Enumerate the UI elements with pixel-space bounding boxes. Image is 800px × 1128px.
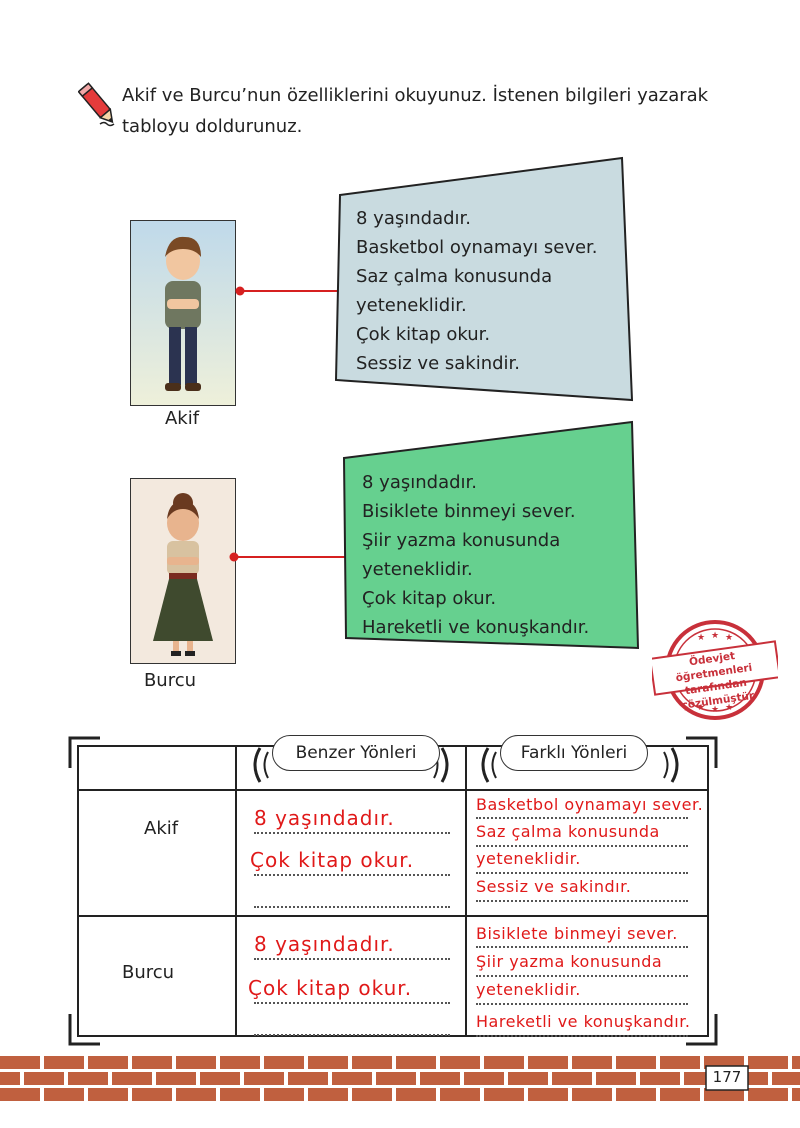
akif-photo (130, 220, 236, 406)
dotted-line (476, 817, 688, 819)
akif-trait-6: Sessiz ve sakindir. (356, 353, 521, 374)
burcu-similar-1: 8 yaşındadır. (254, 932, 395, 956)
burcu-traits: 8 yaşındadır. Bisiklete binmeyi sever. Ş… (362, 468, 589, 642)
burcu-trait-box (342, 420, 640, 650)
svg-text:★: ★ (711, 705, 719, 715)
akif-similar-1: 8 yaşındadır. (254, 806, 395, 830)
pencil-icon (77, 80, 118, 132)
burcu-trait-5: Çok kitap okur. (362, 588, 497, 609)
dotted-line (476, 872, 688, 874)
page-number: 177 (712, 1068, 742, 1086)
header-similar: Benzer Yönleri (272, 735, 440, 771)
comparison-table-frame (68, 736, 718, 1046)
dotted-line (254, 1034, 450, 1036)
akif-different-2: Saz çalma konusunda (476, 822, 660, 841)
akif-different-3: yeteneklidir. (476, 849, 581, 868)
dotted-line (476, 975, 688, 977)
instruction-line-1: Akif ve Burcu’nun özelliklerini okuyunuz… (122, 85, 709, 106)
burcu-photo (130, 478, 236, 664)
dotted-line (254, 906, 450, 908)
burcu-different-2: Şiir yazma konusunda (476, 952, 663, 971)
akif-trait-1: 8 yaşındadır. (356, 208, 471, 229)
row-label-akif: Akif (144, 818, 179, 839)
dotted-line (476, 946, 688, 948)
svg-text:★: ★ (697, 703, 705, 713)
akif-traits: 8 yaşındadır. Basketbol oynamayı sever. … (356, 204, 598, 378)
burcu-connector (229, 552, 346, 562)
burcu-different-4: Hareketli ve konuşkandır. (476, 1012, 691, 1031)
row-label-burcu: Burcu (122, 962, 175, 983)
svg-text:★: ★ (711, 631, 719, 641)
burcu-trait-1: 8 yaşındadır. (362, 472, 477, 493)
dotted-line (254, 1002, 450, 1004)
header-different: Farklı Yönleri (500, 735, 648, 771)
svg-text:★: ★ (725, 703, 733, 713)
svg-text:★: ★ (725, 633, 733, 643)
burcu-trait-4: yeteneklidir. (362, 559, 473, 580)
akif-trait-2: Basketbol oynamayı sever. (356, 237, 598, 258)
instruction-text: Akif ve Burcu’nun özelliklerini okuyunuz… (122, 80, 742, 142)
dotted-line (254, 874, 450, 876)
dotted-line (254, 958, 450, 960)
burcu-trait-3: Şiir yazma konusunda (362, 530, 561, 551)
akif-different-4: Sessiz ve sakindır. (476, 877, 632, 896)
dotted-line (476, 900, 688, 902)
akif-connector (235, 286, 342, 296)
akif-trait-3: Saz çalma konusunda (356, 266, 553, 287)
akif-name-label: Akif (164, 408, 200, 429)
burcu-trait-2: Bisiklete binmeyi sever. (362, 501, 576, 522)
stamp-badge: ★ ★ ★ ★ ★ ★ Ödevjet öğretmenleri tarafın… (652, 612, 778, 724)
akif-different-1: Basketbol oynamayı sever. (476, 795, 704, 814)
brick-footer (0, 1054, 800, 1102)
burcu-different-1: Bisiklete binmeyi sever. (476, 924, 678, 943)
dotted-line (476, 1035, 688, 1037)
dotted-line (476, 1003, 688, 1005)
burcu-similar-2: Çok kitap okur. (248, 976, 413, 1000)
akif-trait-box (334, 156, 634, 402)
dotted-line (476, 845, 688, 847)
burcu-trait-6: Hareketli ve konuşkandır. (362, 617, 590, 638)
svg-text:★: ★ (697, 633, 705, 643)
instruction-line-2: tabloyu doldurunuz. (122, 116, 303, 137)
akif-similar-2: Çok kitap okur. (250, 848, 415, 872)
akif-trait-5: Çok kitap okur. (356, 324, 491, 345)
dotted-line (254, 832, 450, 834)
burcu-name-label: Burcu (143, 670, 197, 691)
akif-trait-4: yeteneklidir. (356, 295, 467, 316)
burcu-different-3: yeteneklidir. (476, 980, 581, 999)
